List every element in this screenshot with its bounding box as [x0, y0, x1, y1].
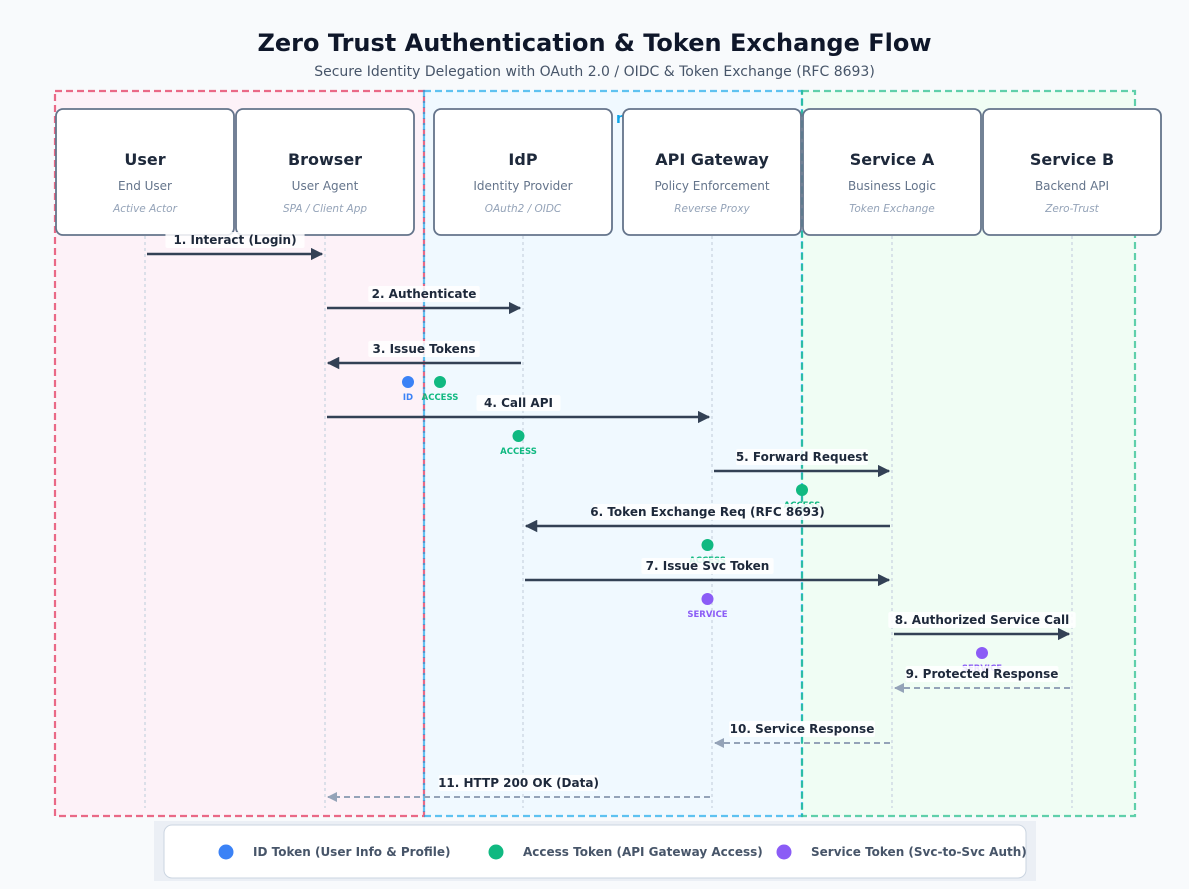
participant-role: Business Logic: [848, 179, 936, 193]
legend-label: Access Token (API Gateway Access): [523, 845, 763, 859]
message-label: 5. Forward Request: [736, 450, 869, 464]
message-label: 2. Authenticate: [372, 287, 477, 301]
token-service-icon: [701, 593, 714, 605]
participant-note: OAuth2 / OIDC: [485, 203, 562, 215]
message-label: 1. Interact (Login): [173, 233, 296, 247]
legend-dot-icon: [776, 844, 792, 860]
token-access-tag: ACCESS: [500, 447, 537, 457]
token-access-icon: [701, 539, 714, 551]
participant-name: API Gateway: [655, 150, 769, 169]
message-label: 10. Service Response: [730, 722, 875, 736]
participant-role: Policy Enforcement: [654, 179, 769, 193]
participant-box-service-a: [802, 108, 982, 236]
participant-note: Reverse Proxy: [674, 203, 750, 215]
participant-box-idp: [433, 108, 613, 236]
token-id-tag: ID: [403, 393, 413, 403]
token-access-icon: [434, 376, 446, 388]
message-label: 3. Issue Tokens: [372, 342, 475, 356]
message-label-bg: [641, 558, 774, 574]
participant-box-service-b: [982, 108, 1162, 236]
participant-name: Browser: [288, 150, 362, 169]
diagram-subtitle: Secure Identity Delegation with OAuth 2.…: [314, 64, 875, 80]
zone-identity-label: n: [616, 111, 626, 127]
message-label-bg: [729, 721, 875, 737]
participant-role: Backend API: [1035, 179, 1109, 193]
message-label-bg: [165, 232, 305, 248]
token-service-tag: SERVICE: [687, 610, 727, 620]
participant-note: SPA / Client App: [283, 203, 367, 215]
participant-name: Service B: [1030, 150, 1114, 169]
message-label-bg: [735, 449, 869, 465]
message-label-bg: [888, 612, 1076, 628]
token-access-icon: [796, 484, 808, 496]
participant-note: Token Exchange: [849, 203, 935, 215]
participant-name: User: [124, 150, 165, 169]
message-label-bg: [438, 775, 599, 791]
legend-dot-icon: [488, 844, 504, 860]
message-label-bg: [905, 666, 1059, 682]
message-label-bg: [593, 504, 822, 520]
participant-role: Identity Provider: [473, 179, 572, 193]
token-access-icon: [512, 430, 525, 442]
participant-box-api-gateway: [622, 108, 802, 236]
message-label: 7. Issue Svc Token: [646, 559, 770, 573]
participant-box-user: [55, 108, 235, 236]
legend-box: [163, 824, 1027, 879]
legend-label: ID Token (User Info & Profile): [253, 845, 450, 859]
message-label-bg: [368, 341, 480, 357]
participant-role: End User: [118, 179, 172, 193]
diagram-title: Zero Trust Authentication & Token Exchan…: [257, 29, 932, 57]
message-label-bg: [368, 286, 480, 302]
legend-label: Service Token (Svc-to-Svc Auth): [811, 845, 1027, 859]
participant-name: IdP: [508, 150, 537, 169]
participant-note: Zero-Trust: [1044, 203, 1099, 215]
participant-note: Active Actor: [112, 203, 177, 215]
message-label: 8. Authorized Service Call: [895, 613, 1070, 627]
message-label: 4. Call API: [484, 396, 553, 410]
legend-dot-icon: [218, 844, 234, 860]
token-access-tag: ACCESS: [422, 393, 459, 403]
message-label: 9. Protected Response: [906, 667, 1059, 681]
participant-box-browser: [235, 108, 415, 236]
token-id-icon: [402, 376, 414, 388]
token-service-icon: [976, 647, 988, 659]
message-label: 11. HTTP 200 OK (Data): [438, 776, 599, 790]
message-label: 6. Token Exchange Req (RFC 8693): [590, 505, 825, 519]
participant-role: User Agent: [292, 179, 359, 193]
participant-name: Service A: [850, 150, 935, 169]
message-label-bg: [476, 395, 561, 411]
